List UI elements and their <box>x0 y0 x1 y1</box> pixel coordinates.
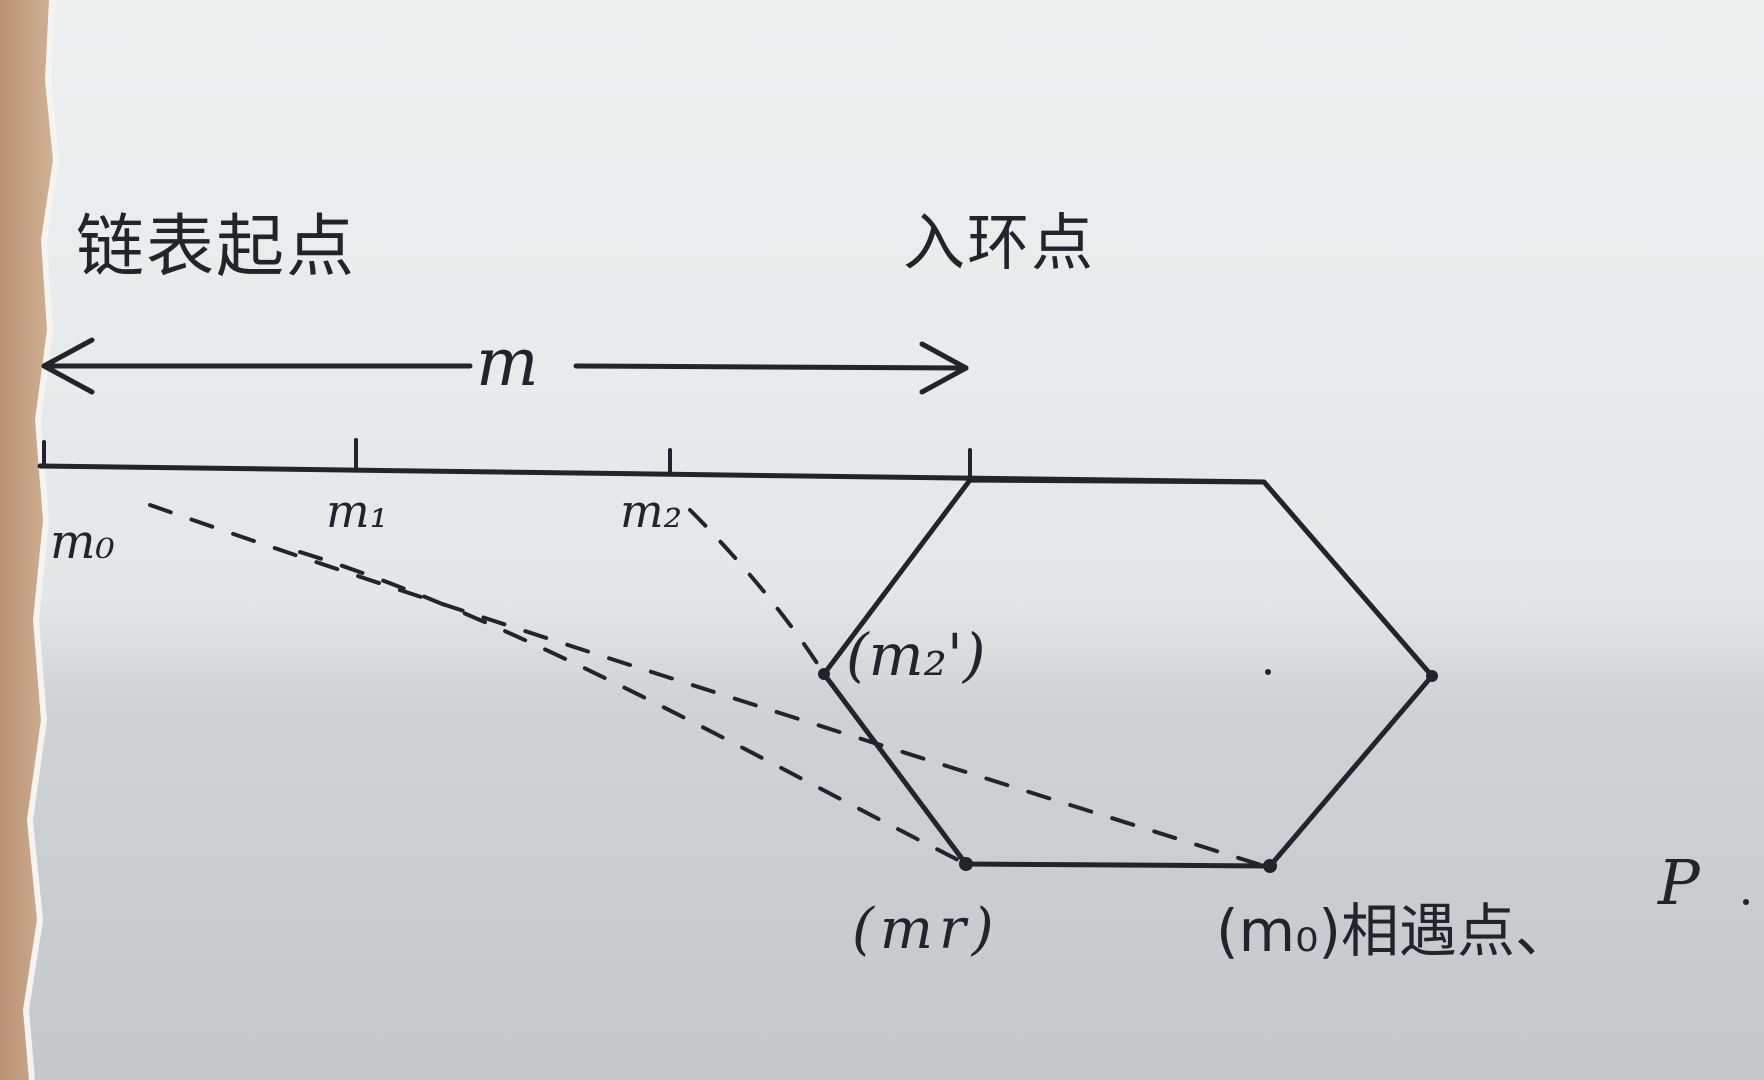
list-start-label: 链表起点 <box>76 208 357 287</box>
vertex-mr <box>959 857 973 871</box>
paper-torn-edge <box>0 0 56 1080</box>
vertex-meeting <box>1263 859 1277 873</box>
entry-point-label: 入环点 <box>903 206 1096 279</box>
paper-edge-line <box>22 0 60 1080</box>
distance-arrow-right <box>573 363 969 371</box>
m0-label: m₀ <box>50 514 115 570</box>
m2-label: m₂ <box>620 484 683 538</box>
distance-m-label: m <box>476 324 539 401</box>
stray-dot <box>1265 669 1271 675</box>
vertex-m2prime <box>818 668 830 680</box>
dashed-path-m0 <box>148 503 1266 868</box>
meeting-point-label: (m₀)相遇点、 <box>1216 897 1574 965</box>
p-label: P <box>1658 846 1700 919</box>
arrow-head-right <box>919 341 969 395</box>
dashed-path-m2 <box>688 508 826 676</box>
m2-prime-label: (m₂') <box>846 621 986 689</box>
mr-label: (mr) <box>852 897 1000 962</box>
dashed-path-m1 <box>298 550 968 866</box>
arrow-head-left <box>41 337 95 395</box>
stray-dot-p <box>1743 899 1749 905</box>
m1-label: m₁ <box>326 484 389 538</box>
vertex-right <box>1426 670 1438 682</box>
